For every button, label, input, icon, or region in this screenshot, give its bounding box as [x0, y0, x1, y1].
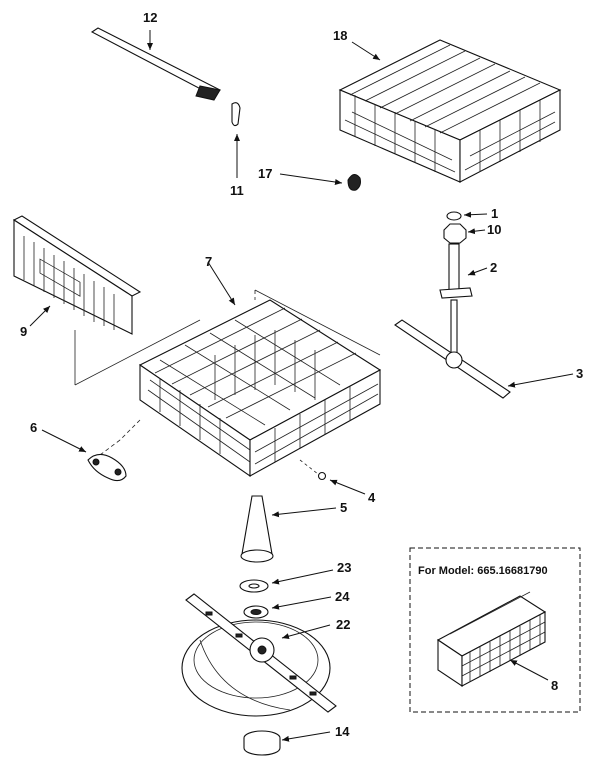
part-2-spray-tube — [439, 243, 488, 299]
part-22-lower-spray-arm — [181, 593, 337, 717]
part-11-clip — [231, 102, 241, 178]
part-14-ring — [243, 730, 331, 756]
label-14: 14 — [335, 724, 350, 739]
part-12-trim-strip — [90, 27, 221, 101]
inset-title: For Model: 665.16681790 — [418, 565, 548, 577]
part-7-lower-rack — [138, 261, 382, 478]
model-inset: For Model: 665.16681790 8 — [409, 547, 581, 713]
label-5: 5 — [340, 500, 347, 515]
label-2: 2 — [490, 260, 497, 275]
label-17: 17 — [258, 166, 272, 181]
label-22: 22 — [336, 617, 350, 632]
label-1: 1 — [491, 206, 498, 221]
part-18-upper-rack — [338, 39, 562, 183]
part-1-washer — [446, 211, 488, 221]
label-11: 11 — [230, 183, 244, 198]
part-9-filter-screen — [12, 215, 142, 335]
part-23-washer — [239, 569, 334, 593]
label-4: 4 — [368, 490, 376, 505]
label-24: 24 — [335, 589, 350, 604]
label-9: 9 — [20, 324, 27, 339]
part-4-ball — [317, 471, 366, 495]
label-12: 12 — [143, 10, 157, 25]
label-23: 23 — [337, 560, 351, 575]
part-24-nut — [243, 596, 332, 619]
label-18: 18 — [333, 28, 347, 43]
part-5-spray-tower — [240, 495, 337, 563]
part-10-nut — [443, 223, 486, 244]
part-8-filter — [436, 591, 549, 688]
label-10: 10 — [487, 222, 501, 237]
label-7: 7 — [205, 254, 212, 269]
part-3-upper-spray-arm — [394, 299, 574, 399]
label-6: 6 — [30, 420, 37, 435]
label-3: 3 — [576, 366, 583, 381]
label-8: 8 — [551, 678, 558, 693]
part-6-roller-clip — [41, 429, 127, 482]
leader-lines — [74, 289, 381, 475]
part-17-clip — [279, 173, 361, 191]
